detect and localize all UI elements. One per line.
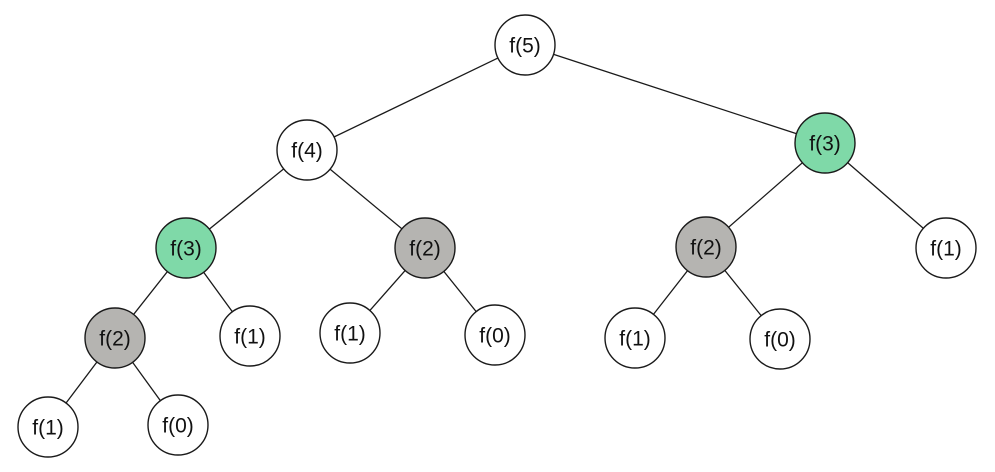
node-circle-f1-mid — [319, 302, 381, 364]
tree-edge-f5-root-f3-right — [524, 44, 826, 144]
tree-node-f1-bottom: f(1) — [17, 396, 79, 458]
tree-node-f3-left: f(3) — [155, 217, 217, 279]
node-circle-f5-root — [494, 14, 556, 76]
tree-node-f2-right: f(2) — [675, 216, 737, 278]
tree-node-f5-root: f(5) — [494, 14, 556, 76]
node-circle-f0-right — [749, 308, 811, 370]
node-circle-f3-left — [155, 217, 217, 279]
tree-node-f4-left: f(4) — [276, 119, 338, 181]
node-circle-f1-bottom — [17, 396, 79, 458]
tree-node-f0-bottom: f(0) — [147, 394, 209, 456]
tree-edge-f5-root-f4-left — [306, 44, 526, 151]
node-circle-f0-bottom — [147, 394, 209, 456]
node-circle-f1-leftmid — [219, 305, 281, 367]
node-circle-f1-rightmost — [915, 217, 977, 279]
tree-node-f0-right: f(0) — [749, 308, 811, 370]
node-circle-f2-botleft — [84, 307, 146, 369]
tree-node-f2-botleft: f(2) — [84, 307, 146, 369]
node-circle-f3-right — [794, 112, 856, 174]
node-circle-f1-right — [604, 307, 666, 369]
tree-node-f3-right: f(3) — [794, 112, 856, 174]
tree-node-f0-mid: f(0) — [464, 304, 526, 366]
node-circle-f0-mid — [464, 304, 526, 366]
tree-node-f1-right: f(1) — [604, 307, 666, 369]
node-circle-f4-left — [276, 119, 338, 181]
node-circle-f2-right — [675, 216, 737, 278]
tree-node-f1-mid: f(1) — [319, 302, 381, 364]
tree-node-f1-rightmost: f(1) — [915, 217, 977, 279]
tree-node-f1-leftmid: f(1) — [219, 305, 281, 367]
tree-node-f2-mid: f(2) — [394, 217, 456, 279]
node-circle-f2-mid — [394, 217, 456, 279]
